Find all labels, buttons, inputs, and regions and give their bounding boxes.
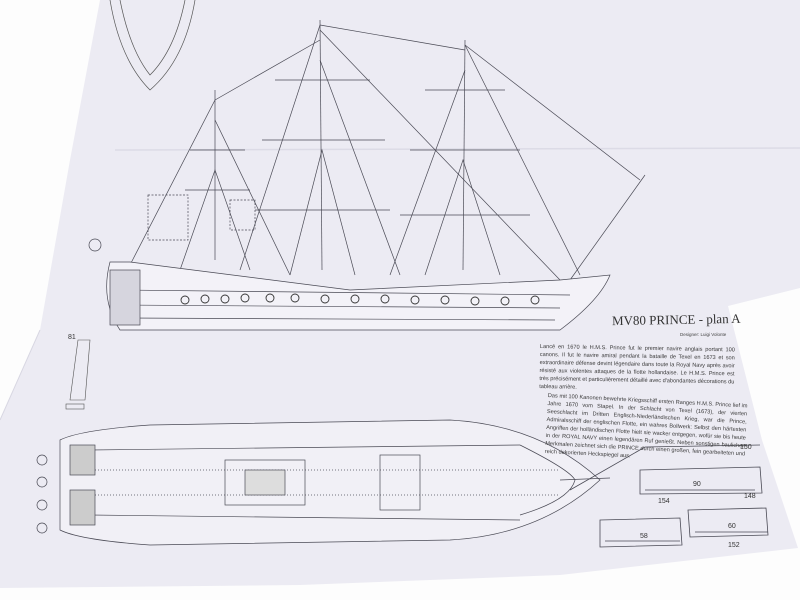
paper-edge bbox=[0, 329, 41, 421]
part-label-150: 150 bbox=[740, 444, 752, 451]
description-french: Lancé en 1670 le H.M.S. Prince fut le pr… bbox=[539, 343, 735, 391]
fore-mast bbox=[462, 39, 466, 271]
part-label-148: 148 bbox=[744, 493, 756, 500]
deck-plan-drawing bbox=[36, 419, 611, 546]
part-label-81: 81 bbox=[68, 334, 76, 341]
part-154 bbox=[599, 517, 683, 548]
dimension-58: 58 bbox=[640, 533, 648, 540]
part-81-drawing bbox=[65, 339, 91, 410]
bowsprit bbox=[569, 174, 646, 281]
part-label-154: 154 bbox=[658, 498, 670, 505]
part-148 bbox=[687, 507, 769, 538]
dimension-90: 90 bbox=[693, 481, 701, 488]
ship-profile-drawing bbox=[88, 19, 646, 331]
description-german: Das mit 100 Kanonen bewehrte Kriegsschif… bbox=[544, 392, 748, 460]
plan-designer: Designer: Luigi Volonte bbox=[680, 332, 727, 337]
part-label-152: 152 bbox=[728, 542, 740, 549]
gunports bbox=[180, 293, 540, 306]
stern-view-drawing bbox=[109, 0, 196, 91]
part-templates bbox=[569, 444, 769, 548]
plan-title: MV80 PRINCE - plan A bbox=[611, 310, 741, 329]
dimension-60: 60 bbox=[728, 523, 736, 530]
part-150 bbox=[639, 466, 763, 495]
